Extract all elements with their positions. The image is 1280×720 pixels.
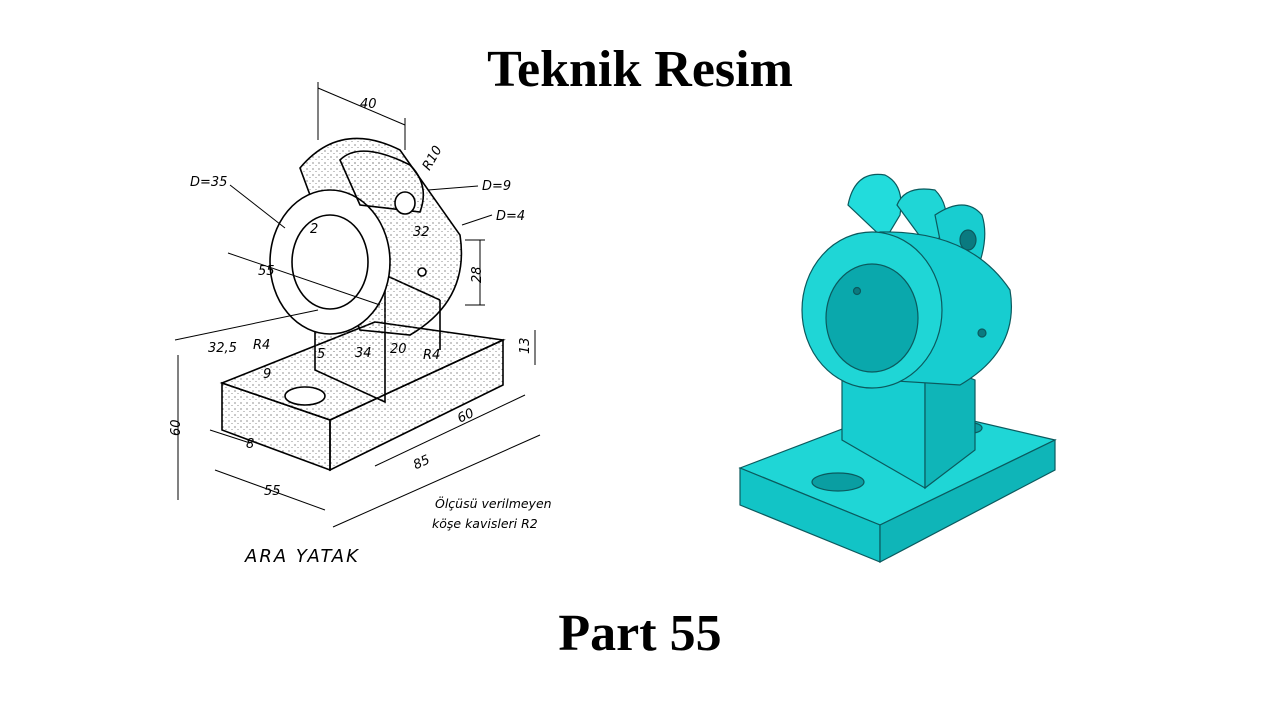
dim-d4: D=4 [496, 209, 525, 224]
dim-r4-right: R4 [423, 348, 440, 363]
dim-60-left: 60 [169, 419, 184, 436]
dim-20: 20 [390, 342, 407, 357]
model-ear-hole [959, 229, 977, 251]
model-ring-inner [825, 263, 919, 373]
model-base-slot [811, 472, 865, 492]
dim-85: 85 [411, 453, 432, 474]
model-ring-hole [852, 286, 862, 296]
ear-hole [394, 191, 416, 215]
dim-r4-left: R4 [253, 338, 270, 353]
note-line-2: köşe kavisleri R2 [432, 516, 538, 531]
dim-d9: D=9 [482, 179, 511, 194]
ring-inner [291, 214, 369, 310]
model-base-side [879, 439, 1056, 563]
dim-8: 8 [246, 437, 254, 452]
dim-d35: D=35 [190, 175, 227, 190]
dim-r10: R10 [420, 144, 446, 174]
dim-55-top: 55 [258, 264, 275, 279]
base-slot [284, 386, 326, 406]
dim-9: 9 [263, 367, 271, 382]
dim-28: 28 [470, 266, 485, 283]
dim-32: 32 [413, 225, 430, 240]
base-plate-side [329, 338, 504, 472]
note-line-1: Ölçüsü verilmeyen [435, 495, 552, 511]
side-hole [417, 267, 427, 277]
model-side-hole [977, 328, 987, 338]
page-title: Teknik Resim [487, 41, 793, 98]
dim-40: 40 [360, 97, 377, 112]
dim-32-5: 32,5 [208, 341, 237, 356]
model-hub-lobe-left [847, 173, 902, 241]
dim-34: 34 [355, 346, 372, 361]
dim-55-bottom: 55 [264, 484, 281, 499]
dim-13: 13 [518, 337, 533, 354]
drawing-caption: ARA YATAK [244, 546, 360, 567]
part-label: Part 55 [558, 605, 722, 662]
3d-model [738, 173, 1057, 563]
dim-5: 5 [317, 347, 325, 362]
dim-2: 2 [310, 222, 318, 237]
dim-60-right: 60 [455, 406, 476, 427]
